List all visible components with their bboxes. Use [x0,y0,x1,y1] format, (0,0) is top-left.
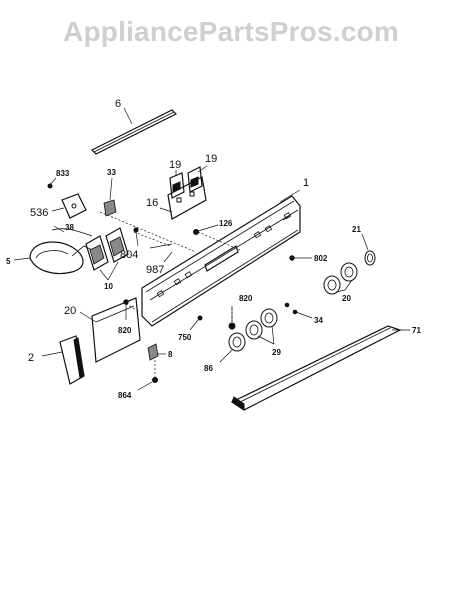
label-987: 987 [146,264,164,276]
label-10: 10 [104,282,113,291]
part-820-screw-left [123,299,129,320]
part-29-knob-c [260,308,278,328]
label-8: 8 [168,350,173,359]
label-802: 802 [314,254,328,263]
part-29-knob-b [245,320,263,340]
part-802-screw [289,255,312,261]
part-20-bracket [79,297,141,363]
label-16: 16 [146,197,158,209]
label-33: 33 [107,168,116,177]
label-20-right: 20 [342,294,351,303]
part-19-switch-left [169,170,185,199]
part-21-knob [361,233,376,266]
label-6: 6 [115,98,121,110]
label-126: 126 [219,219,233,228]
label-29-lower: 29 [272,348,281,357]
label-38: 38 [65,223,74,232]
part-804-screw [133,227,139,247]
part-5-harness [13,241,97,275]
label-833: 833 [56,169,70,178]
label-71: 71 [412,326,421,335]
label-864: 864 [118,391,132,400]
part-820-screw-center [228,306,236,330]
label-19-right: 19 [205,153,217,165]
label-34: 34 [314,316,323,325]
part-864-screw [137,377,158,391]
label-750: 750 [178,333,192,342]
part-10-switches [85,227,129,281]
label-20-left: 20 [64,305,76,317]
part-1-control-panel [141,189,301,327]
part-8-clip [147,343,166,361]
part-2-end-cap [41,335,85,385]
part-34-screws [284,302,313,319]
part-33-clip [103,177,117,217]
label-536: 536 [30,207,48,219]
label-1: 1 [303,177,309,189]
part-20-knob-upper-a [323,275,341,295]
part-536-bracket [51,193,87,219]
label-2: 2 [28,352,34,364]
label-820-left: 820 [118,326,132,335]
label-5: 5 [6,257,11,266]
part-71-trim [230,325,410,411]
part-126-screw [193,224,219,235]
part-833-screw [47,177,57,189]
part-6-trim-strip [90,107,178,155]
part-38-wire [51,225,93,237]
part-987-wire [149,243,173,263]
label-19-left: 19 [169,159,181,171]
label-21: 21 [352,225,361,234]
label-820-center: 820 [239,294,253,303]
part-20-knob-upper-b [340,262,358,282]
part-750-screw [189,315,203,331]
label-804: 804 [120,249,138,261]
watermark-text: AppliancePartsPros.com [63,16,399,47]
part-29-knob-a [228,332,246,352]
part-19-switch-right [187,165,208,193]
label-86: 86 [204,364,213,373]
